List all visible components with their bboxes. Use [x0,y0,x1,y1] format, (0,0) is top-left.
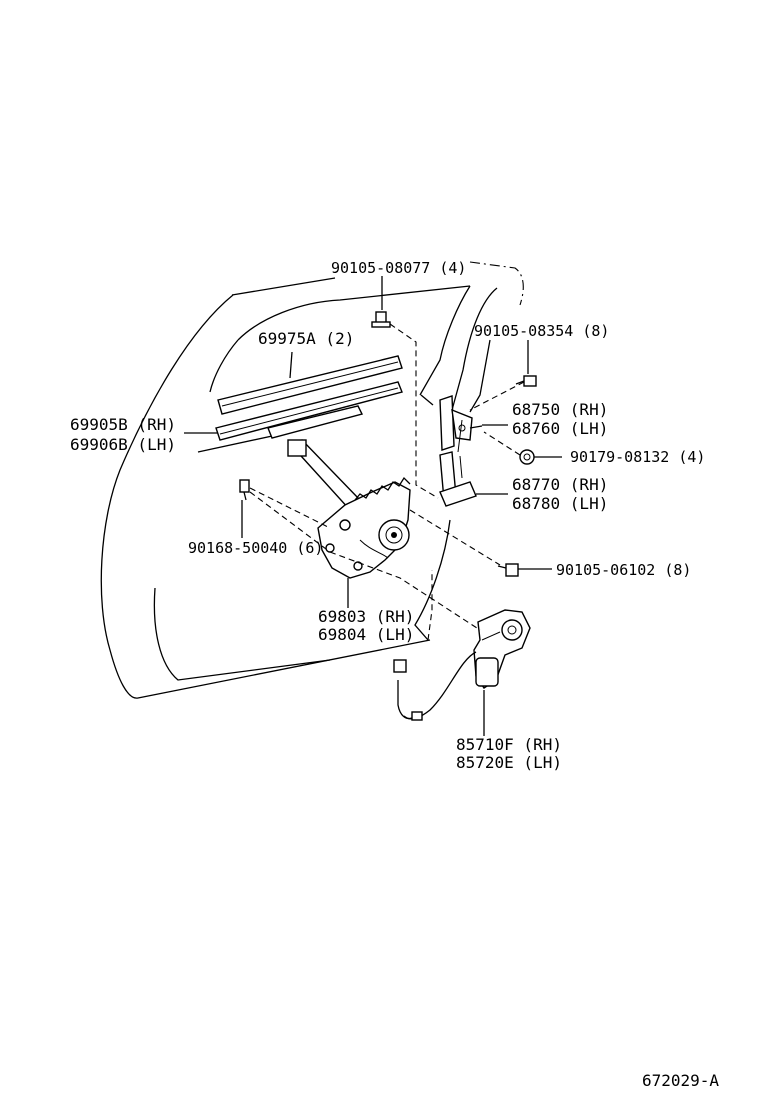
door-outline [100,261,524,699]
fasteners [239,311,537,577]
label-bolt-top: 90105-08077 (4) [331,259,466,277]
label-hinge-upper-lh: 68760 (LH) [512,419,608,438]
part-labels: 90105-08077 (4) 69975A (2) 90105-08354 (… [70,259,719,1090]
label-regulator-rh: 69803 (RH) [318,607,414,626]
bolt-right-mid-icon [497,563,519,577]
label-hinge-upper-rh: 68750 (RH) [512,400,608,419]
label-hinge-lower-lh: 68780 (LH) [512,494,608,513]
label-weatherstrip: 69975A (2) [258,329,354,348]
label-motor-lh: 85720E (LH) [456,753,562,772]
label-nut: 90179-08132 (4) [570,448,705,466]
label-channel-rh: 69905B (RH) [70,415,176,434]
nut-icon [519,449,535,465]
leader-lines [184,276,562,641]
label-hinge-lower-rh: 68770 (RH) [512,475,608,494]
weatherstrip-parts [215,351,403,441]
hinge-upper [439,395,483,453]
window-regulator [287,439,411,608]
label-channel-lh: 69906B (LH) [70,435,176,454]
hinge-lower [439,451,477,507]
label-regulator-lh: 69804 (LH) [318,625,414,644]
bolt-right-top-icon [515,375,537,387]
bolt-left-icon [239,479,250,501]
bolt-top-icon [371,311,391,328]
label-bolt-left: 90168-50040 (6) [188,539,323,557]
label-bolt-right-mid: 90105-06102 (8) [556,561,691,579]
label-motor-rh: 85710F (RH) [456,735,562,754]
power-window-motor [393,609,531,736]
figure-id: 672029-A [642,1071,719,1090]
label-bolt-right-top: 90105-08354 (8) [474,322,609,340]
